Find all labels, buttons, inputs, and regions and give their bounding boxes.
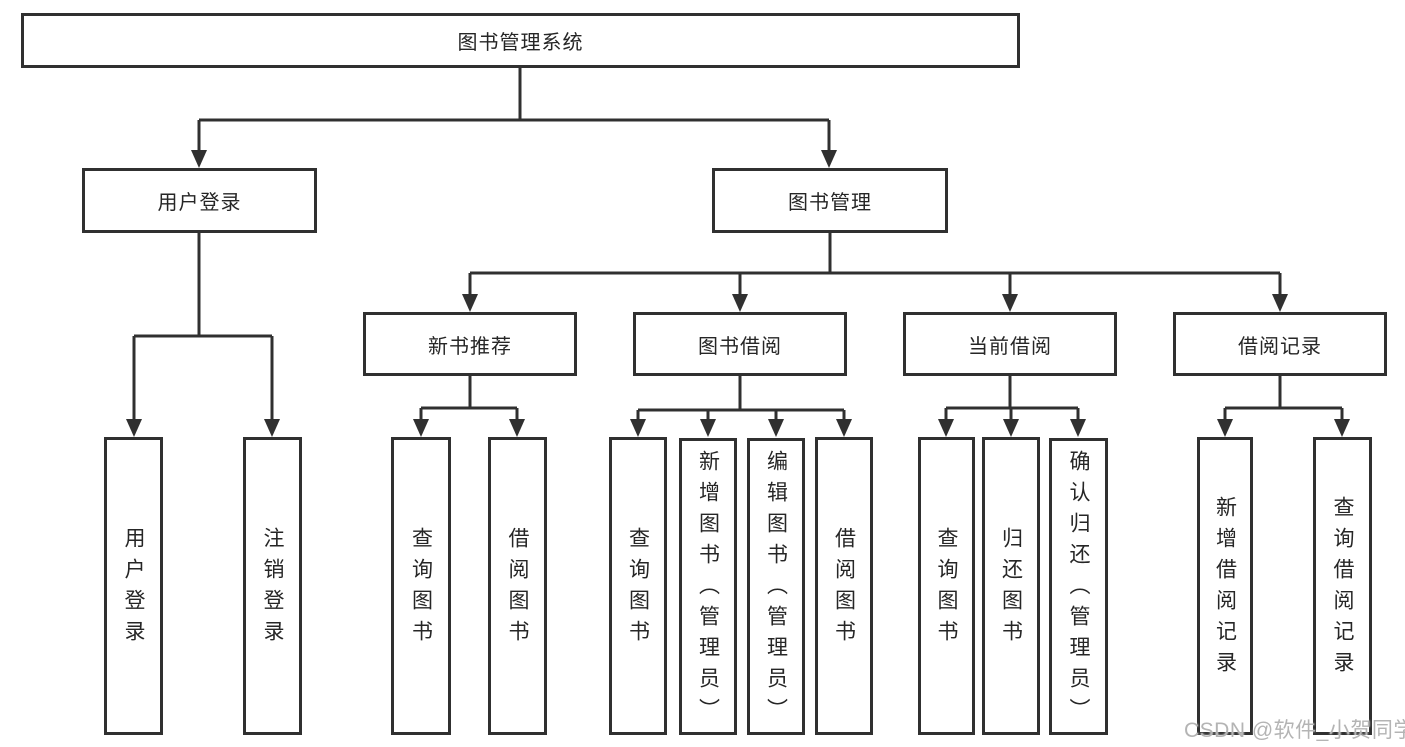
leaf-user-logout: 注销登录 <box>243 437 302 735</box>
leaf-current-return-book: 归还图书 <box>982 437 1040 735</box>
connector-borrow-branch <box>630 376 852 437</box>
leaf-recommend-borrow-book: 借阅图书 <box>488 437 547 735</box>
node-user-login: 用户登录 <box>82 168 317 233</box>
connector-book-management-branch <box>462 233 1288 312</box>
leaf-recommend-query-book: 查询图书 <box>391 437 451 735</box>
leaf-current-query-book: 查询图书 <box>918 437 975 735</box>
leaf-user-login: 用户登录 <box>104 437 163 735</box>
leaf-borrow-add-book-admin: 新增图书（管理员） <box>679 438 737 735</box>
leaf-borrow-query-book: 查询图书 <box>609 437 667 735</box>
node-book-borrow: 图书借阅 <box>633 312 847 376</box>
leaf-borrow-borrow-book: 借阅图书 <box>815 437 873 735</box>
connector-root-to-level1 <box>191 68 837 168</box>
csdn-watermark: CSDN @软件_小贺同学 <box>1184 719 1405 742</box>
leaf-borrow-edit-book-admin: 编辑图书（管理员） <box>747 438 805 735</box>
node-borrow-records: 借阅记录 <box>1173 312 1387 376</box>
node-new-book-recommend: 新书推荐 <box>363 312 577 376</box>
node-current-borrow: 当前借阅 <box>903 312 1117 376</box>
leaf-records-query-record: 查询借阅记录 <box>1313 437 1372 735</box>
node-root: 图书管理系统 <box>21 13 1020 68</box>
connector-current-branch <box>938 376 1086 437</box>
connector-records-branch <box>1217 376 1350 437</box>
node-book-management: 图书管理 <box>712 168 948 233</box>
leaf-current-confirm-return-admin: 确认归还（管理员） <box>1049 438 1108 735</box>
leaf-records-add-record: 新增借阅记录 <box>1197 437 1253 735</box>
connector-user-login-branch <box>126 233 280 437</box>
connector-recommend-branch <box>413 376 525 437</box>
